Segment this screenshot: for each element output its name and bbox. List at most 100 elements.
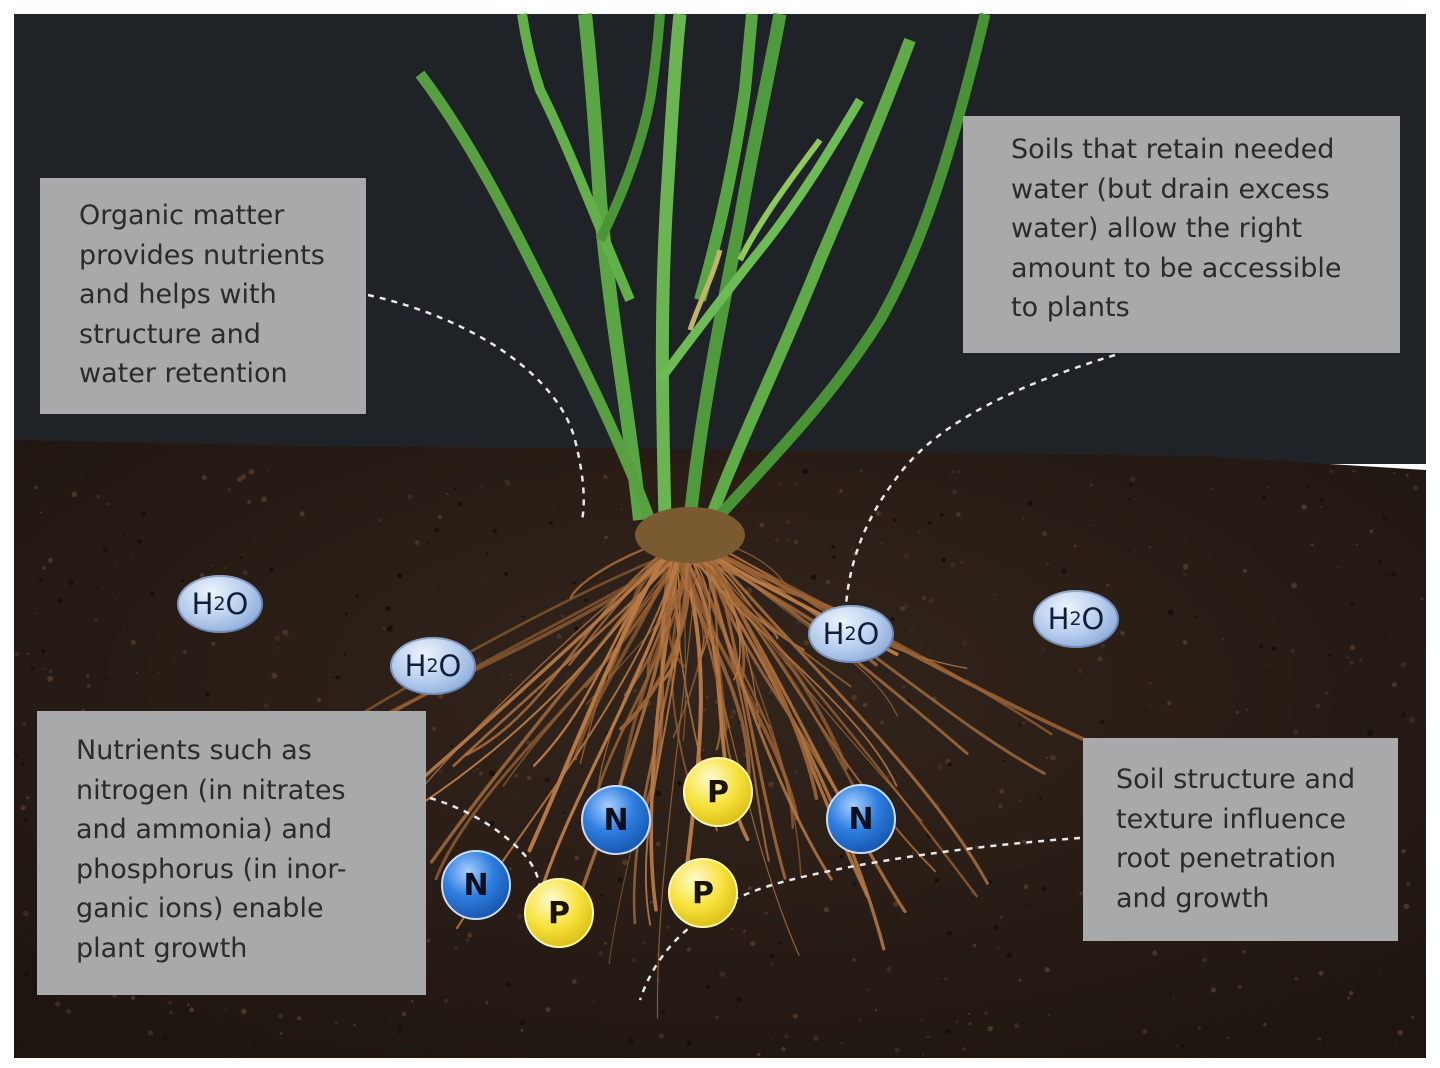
soil-speck (702, 834, 705, 838)
soil-speck (1359, 658, 1363, 662)
callout-line: water) allow the right (1011, 213, 1303, 244)
soil-speck (1291, 582, 1297, 589)
water-label-sub: 2 (1069, 608, 1082, 630)
soil-speck (480, 485, 483, 487)
leader-soil-structure (638, 836, 1081, 1001)
soil-speck (443, 998, 449, 1004)
soil-speck (426, 939, 431, 943)
soil-speck (486, 552, 489, 556)
soil-speck (952, 489, 958, 495)
soil-speck (141, 510, 147, 517)
soil-speck (890, 617, 895, 621)
soil-speck (22, 722, 27, 727)
soil-speck (519, 1019, 526, 1026)
soil-speck (500, 837, 503, 840)
soil-speck (465, 1004, 468, 1007)
soil-speck (714, 700, 718, 704)
soil-speck (1391, 571, 1397, 577)
phosphorus-ion-icon: P (668, 858, 738, 928)
soil-speck (1117, 982, 1120, 985)
soil-speck (940, 980, 944, 983)
soil-speck (1167, 701, 1172, 706)
soil-speck (956, 512, 961, 517)
soil-speck (974, 845, 979, 849)
soil-speck (479, 771, 483, 776)
soil-speck (894, 1047, 900, 1053)
nitrogen-label: N (603, 802, 629, 838)
soil-speck (386, 625, 393, 632)
soil-speck (831, 926, 834, 929)
soil-speck (632, 958, 636, 963)
soil-speck (859, 1019, 862, 1022)
soil-speck (655, 790, 662, 797)
soil-speck (40, 511, 43, 514)
water-label-o: O (1081, 602, 1105, 636)
soil-speck (944, 1029, 950, 1035)
soil-speck (432, 726, 437, 731)
soil-speck (129, 553, 133, 556)
soil-speck (1027, 500, 1034, 507)
soil-speck (1346, 656, 1350, 660)
root-strand (677, 538, 770, 862)
soil-speck (603, 941, 607, 945)
soil-speck (114, 563, 117, 566)
soil-speck (617, 877, 623, 883)
soil-speck (1242, 950, 1246, 954)
soil-speck (1172, 997, 1175, 1000)
soil-speck (279, 1032, 283, 1035)
soil-speck (34, 485, 38, 490)
root-crown (635, 507, 745, 563)
soil-speck (887, 552, 890, 555)
soil-speck (169, 1010, 173, 1015)
callout-line: water (but drain excess (1011, 173, 1330, 205)
soil-speck (575, 635, 577, 637)
soil-speck (1048, 1014, 1050, 1016)
soil-speck (252, 490, 255, 493)
soil-speck (1049, 754, 1053, 757)
soil-speck (407, 494, 413, 500)
soil-speck (724, 1028, 727, 1031)
soil-speck (934, 878, 940, 883)
soil-speck (880, 542, 883, 545)
soil-speck (862, 702, 868, 708)
soil-speck (183, 650, 187, 654)
soil-speck (248, 469, 255, 475)
soil-speck (736, 996, 742, 1003)
soil-speck (457, 501, 462, 507)
soil-speck (839, 854, 844, 859)
callout-line: Soil structure and (1116, 764, 1356, 795)
soil-speck (1292, 728, 1299, 735)
soil-speck (390, 1028, 393, 1031)
soil-speck (517, 914, 523, 920)
soil-speck (852, 882, 857, 887)
soil-speck (1365, 964, 1368, 967)
soil-speck (793, 769, 799, 775)
soil-speck (999, 915, 1003, 920)
soil-speck (921, 1018, 923, 1021)
soil-speck (926, 1035, 930, 1039)
soil-speck (227, 487, 232, 492)
soil-speck (1347, 996, 1351, 1000)
soil-speck (770, 1038, 773, 1041)
soil-speck (158, 671, 160, 674)
soil-speck (928, 520, 932, 525)
soil-speck (686, 1040, 692, 1046)
soil-speck (450, 744, 453, 748)
soil-speck (23, 910, 29, 917)
soil-speck (14, 651, 20, 657)
soil-speck (335, 675, 340, 680)
nitrogen-ion-icon: N (441, 850, 511, 920)
soil-speck (962, 640, 968, 646)
root-strand (465, 538, 685, 756)
nitrogen-ion-icon: N (826, 784, 896, 854)
soil-speck (1350, 603, 1354, 607)
soil-speck (902, 685, 906, 689)
soil-speck (717, 839, 719, 842)
soil-speck (960, 560, 965, 565)
soil-speck (793, 540, 799, 545)
soil-speck (918, 531, 921, 534)
soil-speck (33, 984, 37, 989)
soil-speck (1318, 970, 1324, 976)
soil-speck (775, 537, 780, 543)
soil-speck (422, 508, 425, 511)
